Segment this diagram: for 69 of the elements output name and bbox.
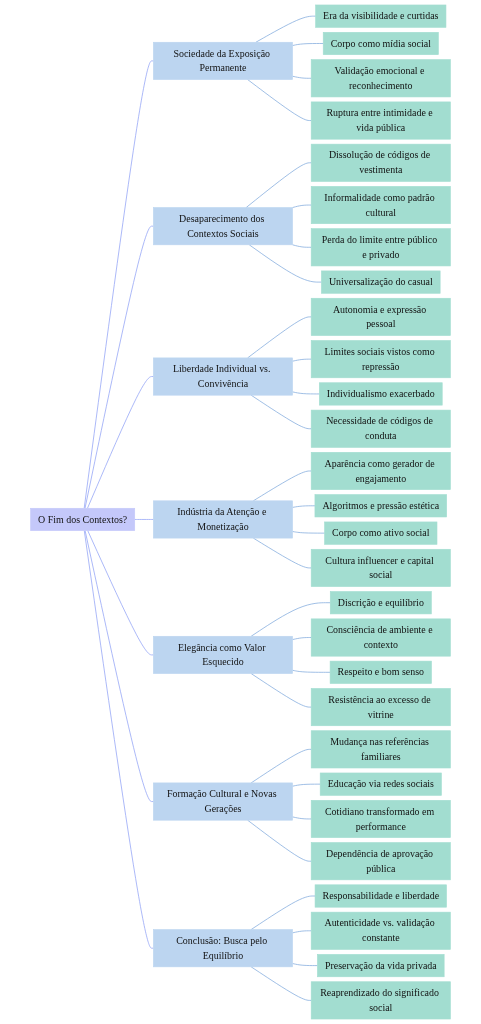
- connector: [292, 783, 321, 787]
- node-box: Conclusão: Busca pelo Equilíbrio: [153, 929, 293, 968]
- node-box: Mudança nas referências familiares: [310, 730, 451, 769]
- node-box: Indústria da Atenção e Monetização: [153, 500, 293, 539]
- node-box: Discrição e equilíbrio: [329, 591, 432, 615]
- connector: [292, 43, 324, 46]
- node-box: Validação emocional e reconhecimento: [310, 59, 451, 98]
- connector: [250, 602, 331, 637]
- connector: [292, 531, 325, 534]
- node-box: Era da visibilidade e curtidas: [315, 4, 447, 28]
- node-box: Corpo como ativo social: [324, 521, 438, 545]
- connector: [292, 963, 318, 966]
- node-box: Dissolução de códigos de vestimenta: [310, 143, 451, 182]
- node-box: Limites sociais vistos como repressão: [310, 340, 451, 379]
- node-box: Elegância como Valor Esquecido: [153, 635, 293, 674]
- connector: [250, 394, 312, 430]
- connector: [250, 749, 312, 784]
- node-box: Algoritmos e pressão estética: [314, 494, 447, 518]
- node-box: Educação via redes sociais: [319, 772, 442, 796]
- node-box: Sociedade da Exposição Permanente: [153, 41, 293, 80]
- node-box: Respeito e bom senso: [329, 660, 432, 684]
- connector: [292, 391, 320, 395]
- node-box: Autonomia e expressão pessoal: [310, 297, 451, 336]
- node-box: Universalização do casual: [321, 270, 441, 294]
- node-box: Preservação da vida privada: [317, 954, 445, 978]
- connector: [87, 376, 154, 509]
- connector: [83, 530, 154, 949]
- node-box: Necessidade de códigos de conduta: [310, 409, 451, 448]
- connector: [134, 519, 154, 520]
- connector: [83, 60, 154, 509]
- connector: [250, 966, 312, 1001]
- node-box: Reaprendizado do significado social: [310, 981, 451, 1020]
- connector: [247, 79, 312, 121]
- node-box: Desaparecimento dos Contextos Sociais: [153, 207, 293, 246]
- connector: [248, 244, 322, 283]
- node-box: Resistência ao excesso de vitrine: [310, 688, 451, 727]
- connector: [292, 204, 312, 208]
- node-box: Ruptura entre intimidade e vida pública: [310, 101, 451, 140]
- node-box: Corpo como mídia social: [322, 32, 439, 55]
- node-box: Responsabilidade e liberdade: [314, 884, 447, 908]
- node-box: Aparência como gerador de engajamento: [310, 452, 451, 490]
- connector: [292, 816, 312, 820]
- connector: [292, 75, 312, 79]
- node-box: Perda do limite entre público e privado: [310, 228, 451, 267]
- connector: [250, 895, 316, 930]
- connector: [292, 637, 312, 640]
- node-box: Cultura influencer e capital social: [310, 548, 451, 587]
- connector: [292, 930, 312, 934]
- connector: [87, 530, 154, 656]
- node-box: Formação Cultural e Novas Gerações: [153, 782, 293, 821]
- node-box: Liberdade Individual vs. Convivência: [153, 357, 293, 396]
- node-box: Cotidiano transformado em performance: [310, 800, 451, 838]
- connector: [255, 15, 316, 43]
- connector: [247, 316, 312, 359]
- connector: [250, 673, 312, 708]
- connector: [245, 162, 312, 208]
- node-box: O Fim dos Contextos?: [30, 507, 136, 531]
- node-box: Dependência de aprovação pública: [310, 842, 451, 881]
- connector: [292, 244, 312, 248]
- connector: [247, 819, 312, 862]
- node-box: Informalidade como padrão cultural: [310, 186, 451, 224]
- node-box: Consciência de ambiente e contexto: [310, 618, 451, 657]
- connector: [292, 505, 316, 508]
- connector: [84, 530, 154, 802]
- node-box: Individualismo exacerbado: [319, 382, 443, 406]
- connector: [84, 225, 154, 509]
- connector: [292, 358, 312, 362]
- connector: [292, 669, 331, 673]
- node-box: Autenticidade vs. validação constante: [310, 911, 451, 950]
